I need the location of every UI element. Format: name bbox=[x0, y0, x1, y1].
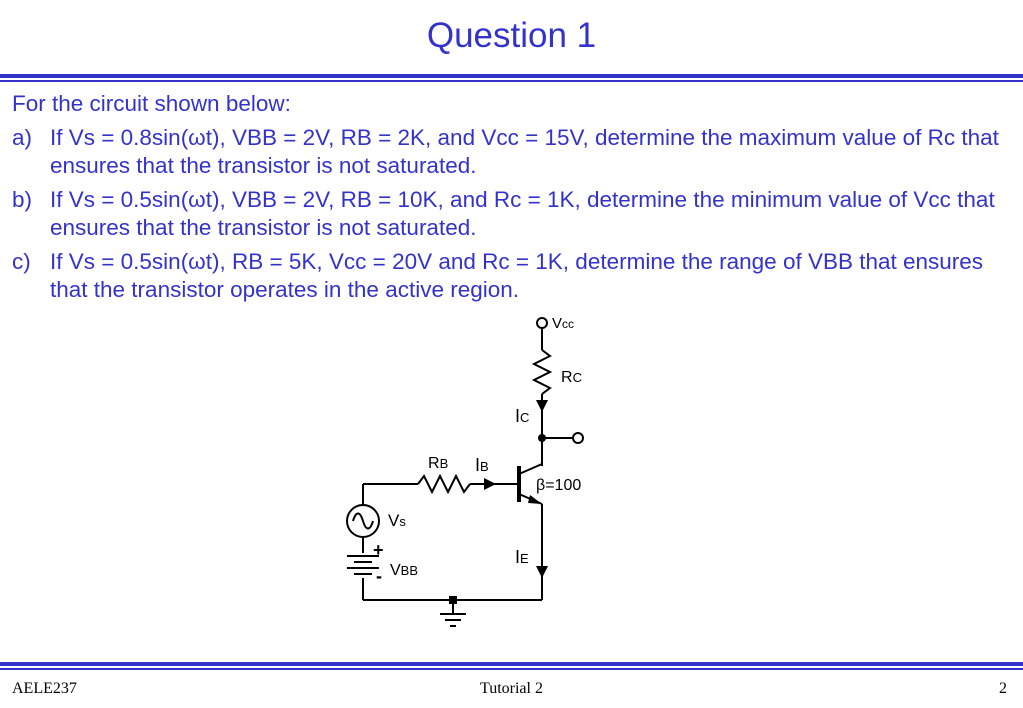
output-terminal bbox=[572, 432, 584, 444]
ib-label: IB bbox=[475, 455, 489, 475]
rb-resistor bbox=[417, 473, 471, 495]
rb-label: RB bbox=[428, 455, 448, 472]
ic-arrow bbox=[536, 400, 548, 412]
item-label: a) bbox=[12, 125, 33, 150]
vcc-terminal bbox=[536, 317, 548, 329]
footer-course-code: AELE237 bbox=[12, 680, 77, 697]
question-item-b: b) If Vs = 0.5sin(ωt), VBB = 2V, RB = 10… bbox=[12, 186, 1012, 242]
ground-node bbox=[449, 596, 457, 604]
top-divider-thin bbox=[0, 80, 1023, 82]
bjt-circuit-diagram: Vcc RC IC RB IB β=100 Vs IE VBB + - bbox=[346, 315, 584, 627]
collector-node bbox=[538, 434, 546, 442]
rc-resistor bbox=[531, 349, 553, 395]
item-text: If Vs = 0.5sin(ωt), VBB = 2V, RB = 10K, … bbox=[50, 187, 995, 240]
plus-sign: + bbox=[373, 540, 384, 560]
bottom-divider bbox=[0, 662, 1023, 666]
vcc-label: Vcc bbox=[552, 315, 574, 332]
footer-tutorial: Tutorial 2 bbox=[480, 680, 543, 697]
beta-label: β=100 bbox=[536, 477, 581, 494]
top-divider bbox=[0, 74, 1023, 78]
ie-arrow bbox=[536, 566, 548, 578]
ie-label: IE bbox=[515, 547, 529, 567]
item-label: b) bbox=[12, 187, 33, 212]
question-item-a: a) If Vs = 0.8sin(ωt), VBB = 2V, RB = 2K… bbox=[12, 124, 1012, 180]
vbb-label: VBB bbox=[390, 562, 418, 579]
question-intro: For the circuit shown below: bbox=[12, 91, 291, 116]
ib-arrow bbox=[484, 478, 496, 490]
ic-label: IC bbox=[515, 406, 529, 426]
question-item-c: c) If Vs = 0.5sin(ωt), RB = 5K, Vcc = 20… bbox=[12, 248, 1012, 304]
minus-sign: - bbox=[376, 566, 382, 586]
emitter-arrow bbox=[528, 495, 542, 504]
sine-wave-icon bbox=[352, 512, 374, 530]
item-text: If Vs = 0.5sin(ωt), RB = 5K, Vcc = 20V a… bbox=[50, 249, 984, 302]
footer-page-number: 2 bbox=[999, 680, 1007, 697]
bottom-divider-thin bbox=[0, 668, 1023, 670]
rc-label: RC bbox=[561, 369, 582, 386]
slide-title: Question 1 bbox=[426, 16, 597, 55]
item-label: c) bbox=[12, 249, 31, 274]
transistor-collector bbox=[518, 463, 543, 475]
vs-label: Vs bbox=[388, 511, 406, 530]
item-text: If Vs = 0.8sin(ωt), VBB = 2V, RB = 2K, a… bbox=[50, 125, 999, 178]
question-body: For the circuit shown below: a) If Vs = … bbox=[12, 90, 1012, 310]
